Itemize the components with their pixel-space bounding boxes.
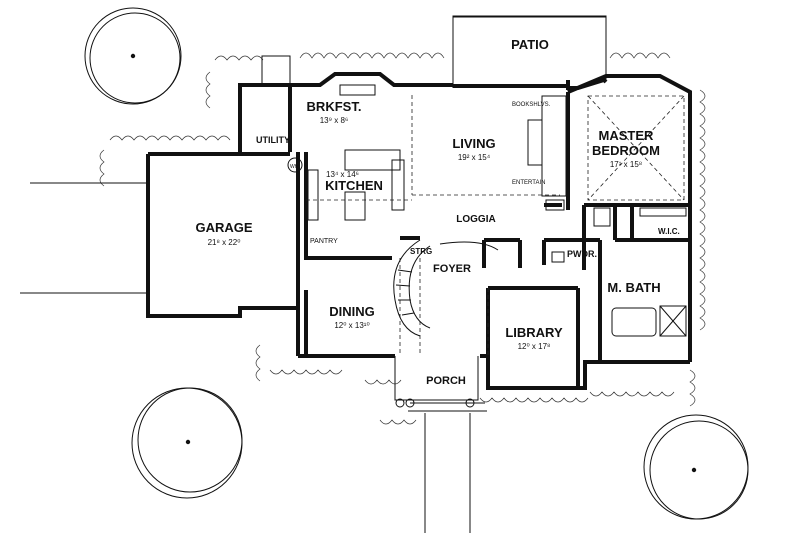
pantry-label: PANTRY: [310, 238, 338, 245]
exterior-walls: [146, 55, 692, 401]
bookshelves-label: BOOKSHLVS.: [512, 102, 551, 108]
kitchen-size: 13⁴ x 14⁶: [326, 170, 359, 179]
patio-area: [452, 15, 607, 88]
loggia-label: LOGGIA: [456, 214, 495, 225]
foyer-label: FOYER: [433, 263, 471, 275]
utility-label: UTILITY: [256, 135, 290, 145]
master-bath-label: M. BATH: [607, 280, 660, 295]
water-heater-label: WH: [290, 164, 299, 170]
dashed-openings: [306, 95, 685, 356]
kitchen-fixtures: [287, 84, 405, 221]
storage-label: STRG: [410, 247, 432, 256]
library-size: 12⁰ x 17⁸: [518, 342, 551, 351]
living-fixtures: [527, 95, 567, 211]
driveway: [20, 182, 148, 294]
breakfast-label: BRKFST.: [307, 99, 362, 114]
garage-size: 21⁸ x 22⁰: [208, 238, 241, 247]
wic-label: W.I.C.: [658, 227, 680, 236]
living-label: LIVING: [452, 136, 495, 151]
kitchen-label: KITCHEN: [325, 178, 383, 193]
tree-bottom-right: [643, 414, 749, 520]
tree-bottom-left: [131, 387, 243, 499]
dining-label: DINING: [329, 304, 375, 319]
library-label: LIBRARY: [505, 325, 563, 340]
garage-label: GARAGE: [195, 220, 252, 235]
dining-size: 12⁰ x 13¹⁰: [334, 321, 369, 330]
breakfast-size: 13⁹ x 8⁶: [320, 116, 349, 125]
master-label-line2: BEDROOM: [592, 143, 660, 158]
porch-label: PORCH: [426, 375, 466, 387]
master-label-line1: MASTER: [599, 128, 655, 143]
entertainment-label: ENTERTAIN: [512, 180, 545, 186]
tree-top-left: [84, 7, 182, 105]
patio-label: PATIO: [511, 37, 549, 52]
powder-room-label: PWDR.: [567, 249, 597, 259]
living-size: 19² x 15⁴: [458, 153, 491, 162]
interior-walls: [240, 85, 690, 388]
porch-columns: [395, 398, 475, 408]
curved-staircase: [393, 239, 499, 337]
master-size: 17¹ x 15⁸: [610, 160, 642, 169]
bath-fixtures: [551, 207, 687, 337]
front-walkway: [408, 402, 487, 533]
